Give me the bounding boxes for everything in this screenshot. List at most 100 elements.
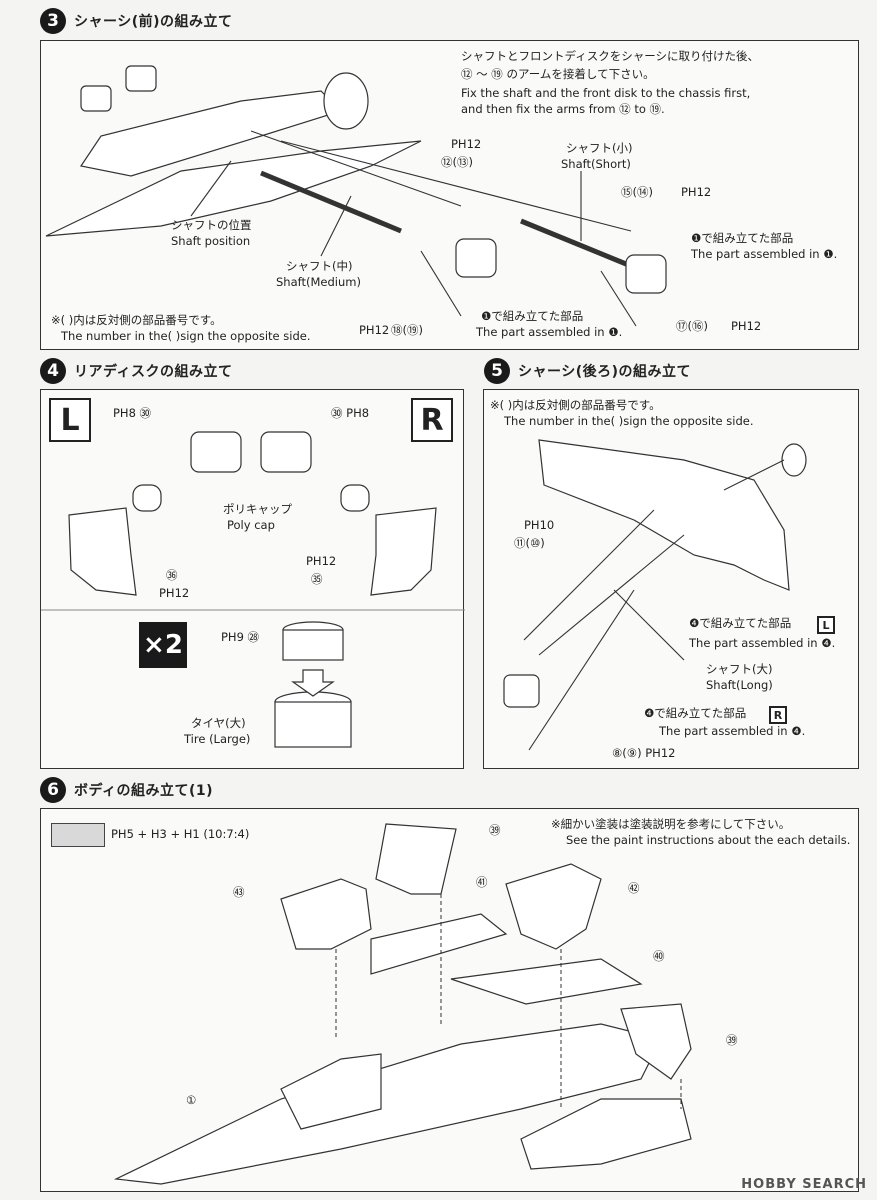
part-39b: ㊴ (726, 1033, 738, 1047)
section-4-header: 4 リアディスクの組み立て (40, 358, 233, 384)
assembled-part-left-jp: ❶で組み立てた部品 (481, 309, 584, 323)
leader-shaft-long (613, 589, 685, 661)
ph10-label: PH10 (524, 518, 555, 532)
r-part-box: R (769, 706, 787, 724)
r-part-jp: ❹で組み立てた部品 (644, 706, 747, 720)
paint-note-en: See the paint instructions about the eac… (566, 833, 851, 847)
tire-side (274, 701, 352, 748)
side-pod-43 (280, 878, 372, 950)
section-4-panel: L R PH8 ㉚ ㉚ PH8 ポリキャップ Poly cap ㊱ PH12 P… (40, 389, 465, 769)
shaft-long (538, 534, 685, 656)
section-5-panel: ※( )内は反対側の部品番号です。 The number in the( )si… (483, 389, 859, 769)
arm-11 (523, 509, 655, 641)
part-18-19: ⑱(⑲) (391, 323, 423, 337)
section-5-number: 5 (484, 358, 510, 384)
shaft-short (520, 218, 632, 269)
upright-36 (68, 507, 137, 596)
section-6-title: ボディの組み立て(1) (74, 783, 214, 799)
step3-note-en-2: and then fix the arms from ⑫ to ⑲. (461, 102, 665, 116)
chassis-front-drawing (45, 65, 667, 327)
polycap-jp: ポリキャップ (223, 502, 292, 516)
body-center (280, 1053, 382, 1130)
l-part-en: The part assembled in ❹. (689, 636, 836, 650)
part-36-ph12: PH12 (159, 586, 190, 600)
step5-opposite-jp: ※( )内は反対側の部品番号です。 (490, 398, 661, 412)
part-17-ph12: PH12 (731, 319, 762, 333)
shaft-short-jp: シャフト(小) (566, 141, 633, 155)
section-5-header: 5 シャーシ(後ろ)の組み立て (484, 358, 691, 384)
arm-15 (280, 140, 632, 232)
right-side-box: R (411, 398, 453, 442)
shaft-position-en: Shaft position (171, 234, 251, 248)
part-8-9: ⑧(⑨) PH12 (612, 746, 676, 760)
part-41: ㊶ (476, 875, 488, 889)
l-part-jp: ❹で組み立てた部品 (689, 616, 792, 630)
section-6-panel: PH5 + H3 + H1 (10:7:4) ※細かい塗装は塗装説明を参考にして… (40, 808, 859, 1192)
paint-note-jp: ※細かい塗装は塗装説明を参考にして下さい。 (551, 817, 791, 831)
leader-shaft-position (190, 160, 232, 217)
intake-part (323, 72, 369, 130)
step3-opposite-jp: ※( )内は反対側の部品番号です。 (51, 313, 222, 327)
shaft-long-jp: シャフト(大) (706, 662, 773, 676)
ph8-30-right: ㉚ PH8 (331, 406, 370, 420)
part-40: ㊵ (653, 949, 665, 963)
part-35: ㉟ (311, 572, 323, 586)
chassis-rear-body (538, 439, 790, 591)
section-4-title: リアディスクの組み立て (74, 364, 233, 380)
shaft-medium-en: Shaft(Medium) (276, 275, 361, 289)
section-4-number: 4 (40, 358, 66, 384)
step3-note-jp-2: ⑫ ～ ⑲ のアームを接着して下さい。 (461, 67, 655, 81)
l-part-box: L (817, 616, 835, 634)
rear-disk-drawing (41, 431, 465, 748)
shaft-medium (260, 170, 402, 234)
tire-jp: タイヤ(大) (191, 716, 246, 730)
part-42: ㊷ (628, 881, 640, 895)
down-arrow-icon (291, 669, 335, 697)
rear-link (723, 459, 785, 491)
step3-note-jp-1: シャフトとフロントディスクをシャーシに取り付けた後、 (461, 49, 759, 63)
shaft-medium-jp: シャフト(中) (286, 259, 353, 273)
watermark: HOBBY SEARCH (741, 1177, 867, 1192)
color-swatch (51, 823, 105, 847)
poly-cap-right (340, 484, 370, 512)
section-3-number: 3 (40, 8, 66, 34)
chassis-rear-drawing (503, 439, 807, 751)
rear-mount (781, 443, 807, 477)
shaft-short-en: Shaft(Short) (561, 157, 631, 171)
part-15-ph12: PH12 (681, 185, 712, 199)
section-3-header: 3 シャーシ(前)の組み立て (40, 8, 233, 34)
leader-shaft-medium (320, 195, 352, 257)
part-17-16: ⑰(⑯) (676, 319, 708, 333)
step5-opposite-en: The number in the( )sign the opposite si… (504, 414, 754, 428)
rear-disk-assembled (503, 674, 540, 708)
rear-disk-right (260, 431, 312, 473)
front-disk-right (625, 254, 667, 294)
ph9-28: PH9 ㉘ (221, 630, 260, 644)
poly-cap-left (132, 484, 162, 512)
arm-17 (600, 270, 637, 327)
upright-35 (370, 507, 437, 596)
part-ph12-label: PH12 (451, 137, 482, 151)
part-11-10: ⑪(⑩) (514, 536, 545, 550)
tire-en: Tire (Large) (184, 732, 251, 746)
rim-side (282, 629, 344, 661)
section-6-number: 6 (40, 777, 66, 803)
polycap-en: Poly cap (227, 518, 275, 532)
ph8-30-left: PH8 ㉚ (113, 406, 152, 420)
left-side-box: L (49, 398, 91, 442)
r-part-en: The part assembled in ❹. (659, 724, 806, 738)
assembled-part-right-en: The part assembled in ❶. (691, 247, 838, 261)
part-43: ㊸ (233, 885, 245, 899)
shaft-position-jp: シャフトの位置 (171, 218, 252, 232)
rear-disk-left (190, 431, 242, 473)
color-formula: PH5 + H3 + H1 (10:7:4) (111, 827, 250, 841)
part-1: ① (186, 1093, 197, 1107)
section-3-title: シャーシ(前)の組み立て (74, 14, 233, 30)
body-assembly-drawing (113, 823, 692, 1185)
arm-8 (528, 589, 635, 751)
chassis-front-body (45, 140, 422, 237)
assembled-part-left-en: The part assembled in ❶. (476, 325, 623, 339)
part-18-ph12: PH12 (359, 323, 390, 337)
floor-40 (450, 958, 643, 1005)
section-3-panel: シャフトとフロントディスクをシャーシに取り付けた後、 ⑫ ～ ⑲ のアームを接着… (40, 40, 859, 350)
